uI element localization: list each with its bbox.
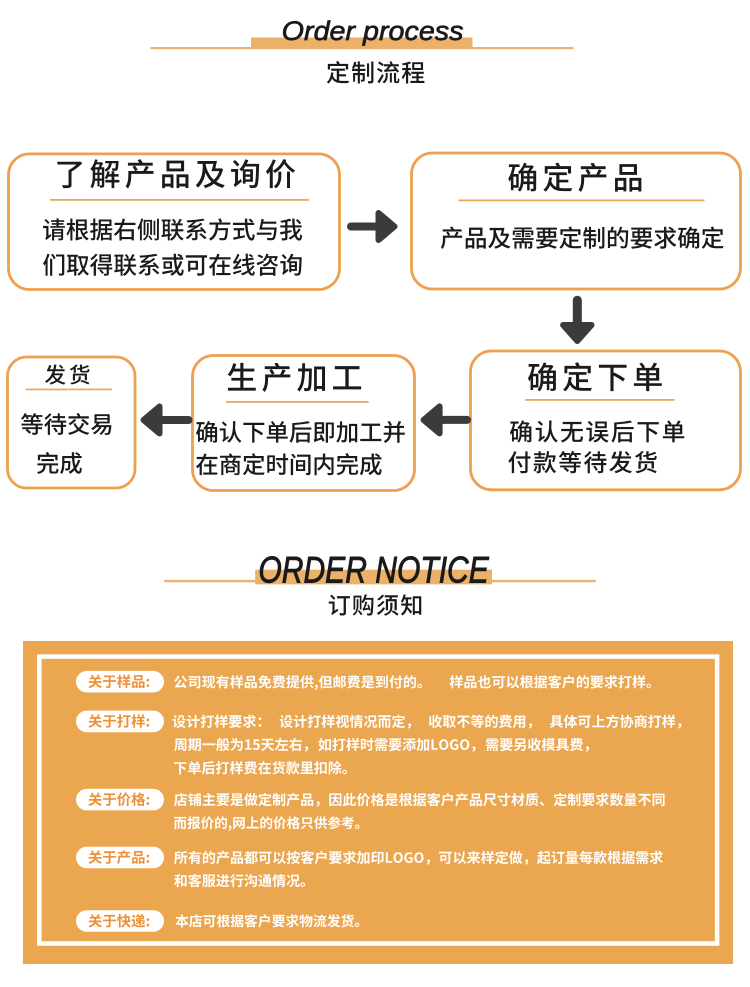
svg-text:ORDER NOTICE: ORDER NOTICE [258, 549, 489, 591]
svg-text:Order process: Order process [282, 16, 464, 46]
